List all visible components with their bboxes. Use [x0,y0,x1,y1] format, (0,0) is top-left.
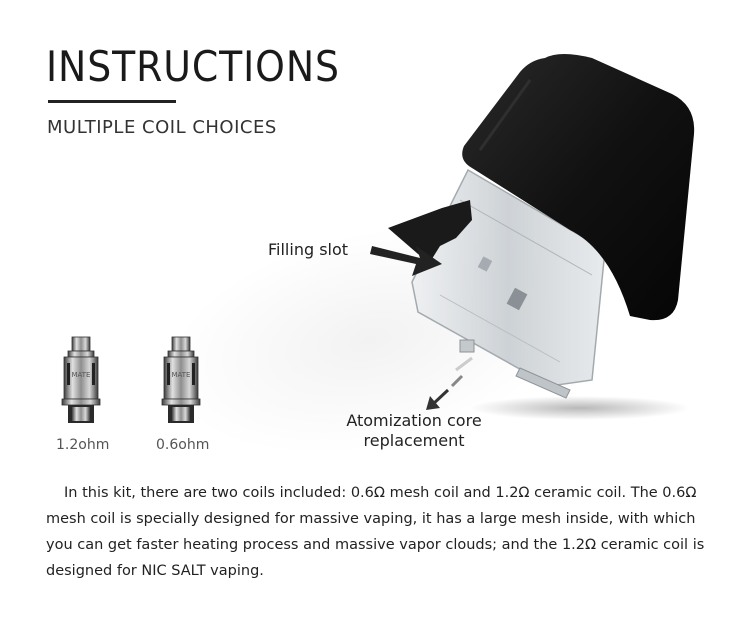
page-title: INSTRUCTIONS [46,42,340,91]
atomization-label-line1: Atomization core [346,411,482,430]
coil-1-engraving: MATE [72,371,91,379]
coil-2-label: 0.6ohm [156,437,210,453]
filling-slot-lever [388,200,472,262]
pod-cap [462,54,695,321]
pod-floor-shadow [470,396,690,420]
atomization-core-label: Atomization core replacement [344,411,484,451]
filling-slot-label: Filling slot [268,240,349,259]
page-subtitle: MULTIPLE COIL CHOICES [47,117,277,138]
title-underline [48,100,176,103]
atomization-arrows [426,356,473,410]
coil-2-engraving: MATE [172,371,191,379]
coil-1-label: 1.2ohm [56,437,110,453]
atomization-label-line2: replacement [363,431,465,450]
description-paragraph: In this kit, there are two coils include… [46,485,705,579]
coil-2-image: MATE [161,336,201,423]
filling-slot-arrow [370,246,442,276]
coil-1-image: MATE [61,336,101,423]
pod-illustration [370,54,695,420]
